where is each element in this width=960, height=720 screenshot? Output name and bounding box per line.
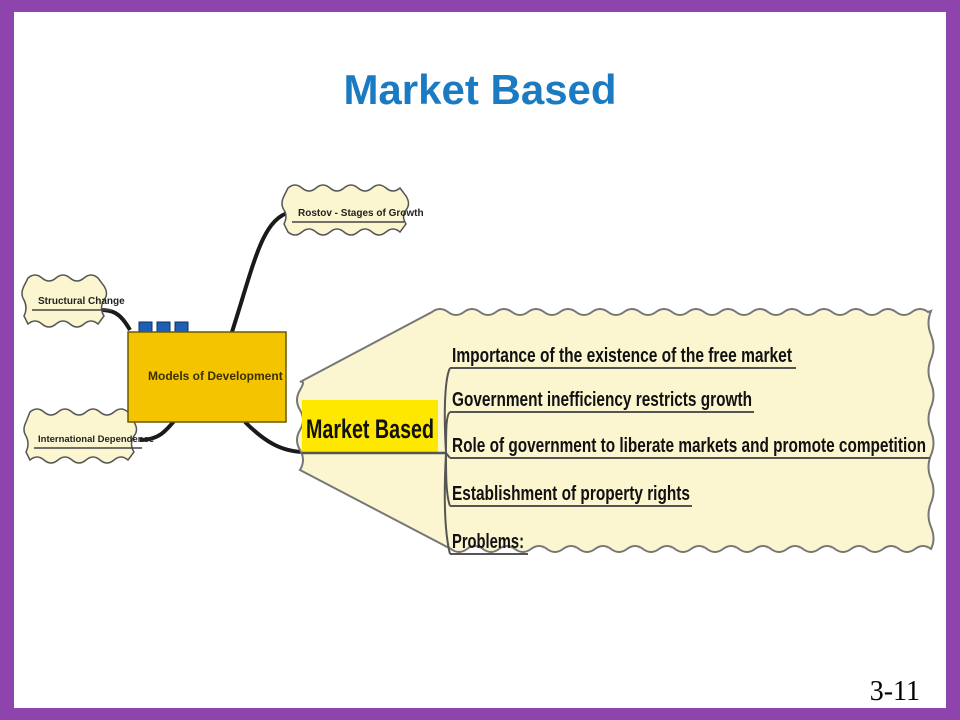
central-node[interactable]: Models of Development xyxy=(127,321,287,423)
connector-market-based xyxy=(243,420,306,454)
page-number: 3-11 xyxy=(869,676,920,707)
connector-international-dependence xyxy=(139,418,177,442)
branch-structural-change[interactable]: Structural Change xyxy=(21,274,125,328)
focus-item: Importance of the existence of the free … xyxy=(452,345,792,367)
items-trunk xyxy=(443,367,451,555)
node-box xyxy=(127,331,287,423)
branch-label-structural-change: Structural Change xyxy=(38,296,125,307)
focus-item: Problems: xyxy=(452,531,524,553)
focus-cloud-shape xyxy=(296,308,935,553)
branch-international-dependence[interactable]: International Dependence xyxy=(23,408,154,464)
branch-label-international-dependence: International Dependence xyxy=(38,434,154,445)
connector-structural-change xyxy=(99,308,132,331)
cloud-shape xyxy=(21,274,108,328)
cloud-shape xyxy=(23,408,138,464)
focus-item: Government inefficiency restricts growth xyxy=(452,389,752,411)
focus-item: Role of government to liberate markets a… xyxy=(452,435,926,457)
focus-label: Market Based xyxy=(306,414,434,444)
connector-rostov xyxy=(230,210,291,333)
focus-item: Establishment of property rights xyxy=(452,483,690,505)
focus-branch-market-based[interactable]: Market Based Importance of the existence… xyxy=(296,308,935,555)
branch-rostov[interactable]: Rostov - Stages of Growth xyxy=(281,184,424,236)
central-node-label: Models of Development xyxy=(148,369,283,383)
branch-label-rostov: Rostov - Stages of Growth xyxy=(298,208,424,219)
slide-title: Market Based xyxy=(343,66,617,113)
focus-label-highlight xyxy=(302,400,438,452)
